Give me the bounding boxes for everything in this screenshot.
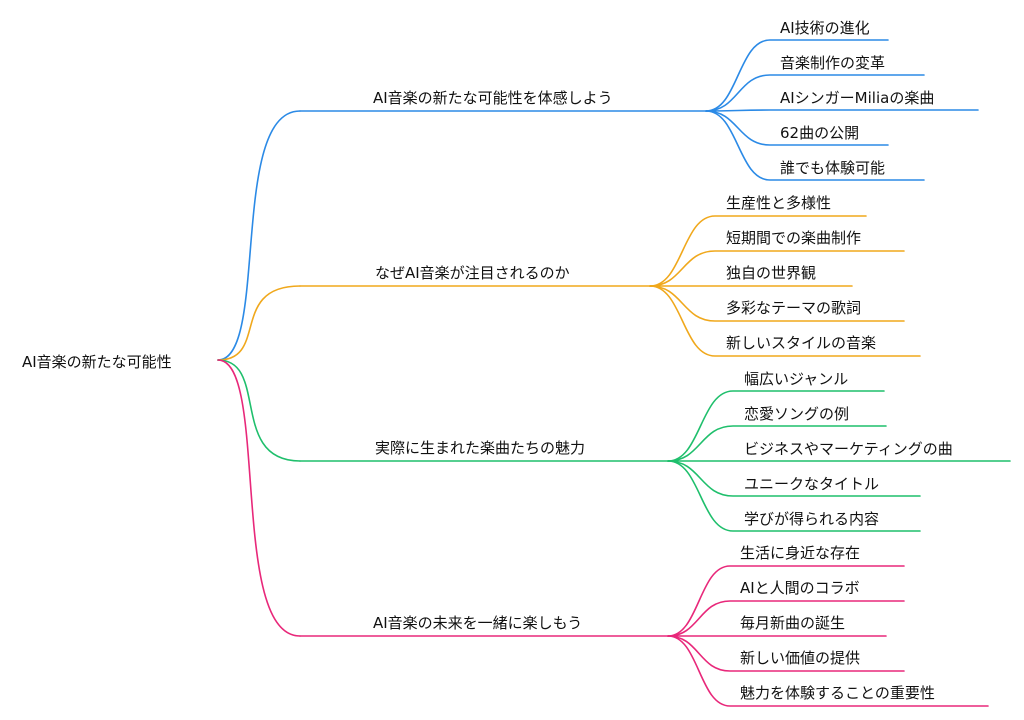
leaf-link-3-4 <box>667 635 989 707</box>
leaf-node-0-3: 62曲の公開 <box>780 124 860 142</box>
branch-node-1: なぜAI音楽が注目されるのか <box>375 264 570 282</box>
leaf-link-0-0 <box>705 39 889 112</box>
leaf-link-3-0 <box>667 565 905 637</box>
leaf-node-3-1: AIと人間のコラボ <box>740 579 860 597</box>
leaf-link-0-3 <box>705 110 889 146</box>
leaf-link-0-1 <box>705 74 925 112</box>
root-link-3 <box>217 359 301 637</box>
leaf-link-1-3 <box>649 285 905 322</box>
leaf-link-2-1 <box>667 425 887 462</box>
leaf-node-0-4: 誰でも体験可能 <box>780 159 886 177</box>
leaf-node-2-3: ユニークなタイトル <box>744 475 880 493</box>
branch-node-3: AI音楽の未来を一緒に楽しもう <box>373 614 583 632</box>
leaf-link-0-2 <box>705 109 979 112</box>
leaf-link-2-3 <box>667 460 921 497</box>
leaf-node-2-2: ビジネスやマーケティングの曲 <box>744 440 953 458</box>
leaf-node-1-3: 多彩なテーマの歌詞 <box>726 299 862 317</box>
leaf-node-1-0: 生産性と多様性 <box>726 194 832 212</box>
leaf-node-0-2: AIシンガーMiliaの楽曲 <box>780 89 935 107</box>
root-link-2 <box>217 359 301 462</box>
root-link-0 <box>217 110 301 361</box>
leaf-node-3-2: 毎月新曲の誕生 <box>740 614 846 632</box>
leaf-node-2-4: 学びが得られる内容 <box>744 510 880 528</box>
leaf-node-2-0: 幅広いジャンル <box>744 370 849 388</box>
leaf-link-2-4 <box>667 460 921 532</box>
leaf-link-3-1 <box>667 600 905 637</box>
leaf-node-2-1: 恋愛ソングの例 <box>744 405 850 423</box>
root-link-1 <box>217 285 301 361</box>
leaf-link-0-4 <box>705 110 925 181</box>
leaf-link-1-4 <box>649 285 921 357</box>
leaf-node-1-1: 短期間での楽曲制作 <box>726 229 862 247</box>
leaf-node-3-4: 魅力を体験することの重要性 <box>740 684 935 702</box>
root-node: AI音楽の新たな可能性 <box>22 353 172 371</box>
leaf-link-2-0 <box>667 390 885 462</box>
branch-node-0: AI音楽の新たな可能性を体感しよう <box>373 89 613 107</box>
leaf-node-3-3: 新しい価値の提供 <box>740 649 861 667</box>
leaf-link-3-3 <box>667 635 905 672</box>
leaf-link-1-0 <box>649 215 867 287</box>
leaf-node-0-0: AI技術の進化 <box>780 19 870 37</box>
branch-node-2: 実際に生まれた楽曲たちの魅力 <box>375 439 586 457</box>
leaf-node-0-1: 音楽制作の変革 <box>780 54 886 72</box>
leaf-link-1-1 <box>649 250 905 287</box>
leaf-node-1-4: 新しいスタイルの音楽 <box>726 334 877 352</box>
leaf-node-1-2: 独自の世界観 <box>726 264 817 282</box>
leaf-node-3-0: 生活に身近な存在 <box>740 544 861 562</box>
